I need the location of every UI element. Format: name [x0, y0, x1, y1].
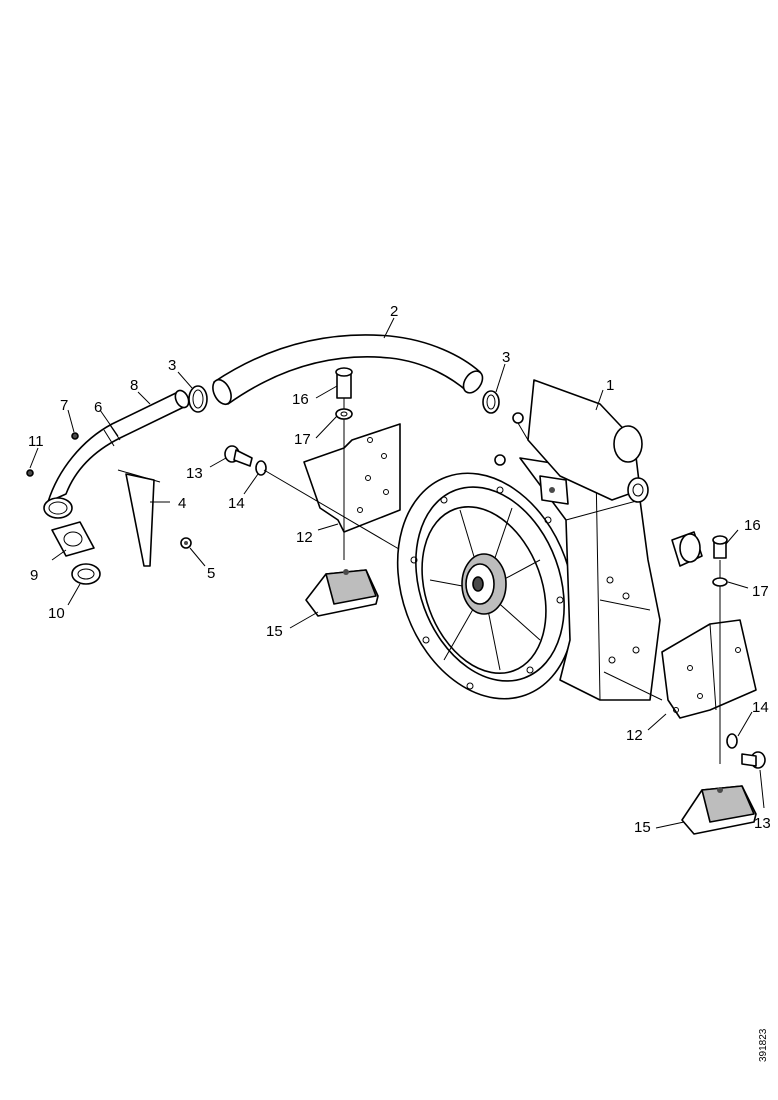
mount-bracket-part-12-right: [603, 619, 757, 719]
bolt-part-11: [26, 469, 34, 477]
bolt-part-16-right: [712, 535, 728, 764]
mount-bracket-part-12-left: [303, 423, 401, 533]
washer-part-17-right: [712, 577, 728, 587]
elbow-pipe-part-8: [43, 389, 190, 519]
washer-part-14-right: [726, 733, 738, 749]
callout-5: 5: [207, 565, 215, 582]
callout-9: 9: [30, 567, 38, 584]
callout-13-left: 13: [186, 465, 203, 482]
bracket-part-4: [117, 469, 161, 567]
rubber-mount-part-15-left: [305, 569, 379, 617]
seal-ring-part-10: [71, 563, 101, 585]
callout-12-right: 12: [626, 727, 643, 744]
callout-13-right: 13: [754, 815, 771, 832]
callout-10: 10: [48, 605, 65, 622]
callout-7: 7: [60, 397, 68, 414]
callout-15-right: 15: [634, 819, 651, 836]
callout-4: 4: [178, 495, 186, 512]
callout-11: 11: [28, 433, 44, 450]
callout-17-right: 17: [752, 583, 769, 600]
drawing-reference-number: 391823: [758, 1028, 769, 1062]
bolt-part-16-left: [335, 367, 353, 560]
callout-16-right: 16: [744, 517, 761, 534]
leader-lines: [29, 317, 765, 829]
callout-labels: 1 2 3 3 4 5 6 7 8 9 10 11 12 12 13 13 14…: [28, 303, 771, 836]
gearbox-part-1: [396, 379, 703, 701]
callout-12-left: 12: [296, 529, 313, 546]
callout-8: 8: [130, 377, 138, 394]
callout-17-left: 17: [294, 431, 311, 448]
callout-3-left: 3: [168, 357, 176, 374]
callout-1: 1: [606, 377, 614, 394]
callout-15-left: 15: [266, 623, 283, 640]
callout-14-left: 14: [228, 495, 245, 512]
nut-part-5: [180, 537, 192, 549]
callout-2: 2: [390, 303, 398, 320]
callout-14-right: 14: [752, 699, 769, 716]
callout-3-right: 3: [502, 349, 510, 366]
clamp-part-3-left: [188, 385, 208, 413]
clamp-part-3-right: [482, 390, 500, 414]
bolt-part-13-left: [224, 445, 253, 467]
bolt-part-7: [71, 432, 79, 440]
washer-part-17-left: [335, 408, 353, 420]
flange-part-9: [51, 521, 95, 557]
callout-6: 6: [94, 399, 102, 416]
rubber-mount-part-15-right: [681, 785, 757, 835]
washer-part-14-left: [255, 460, 405, 553]
callout-16-left: 16: [292, 391, 309, 408]
pipe-part-2: [212, 334, 484, 406]
bolt-part-13-right: [741, 751, 766, 769]
